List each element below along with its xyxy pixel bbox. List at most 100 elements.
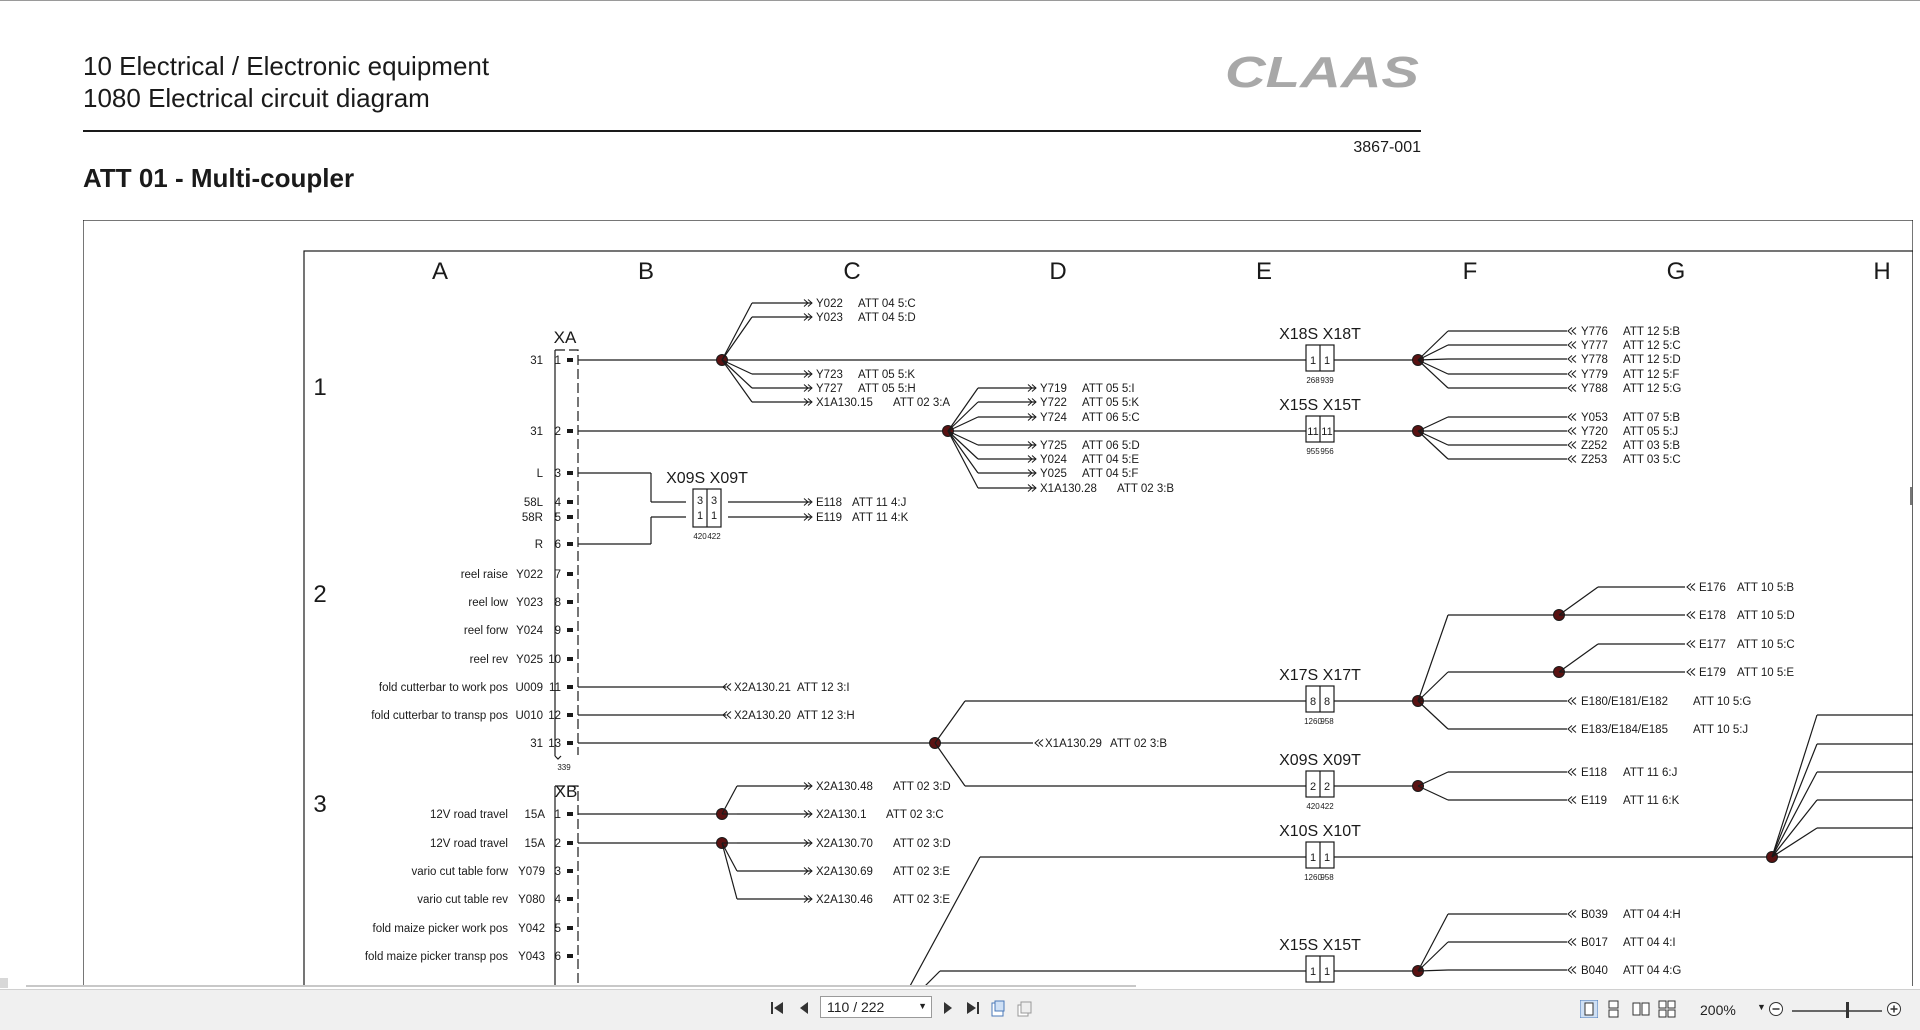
coupler-code: 420: [693, 532, 707, 541]
reference-code: Y023: [816, 312, 843, 324]
connector-arrow-icon: [1686, 611, 1692, 619]
zoom-slider-thumb[interactable]: [1846, 1002, 1849, 1018]
connector-xa-name: XA: [554, 328, 577, 347]
connector-arrow-icon: [807, 810, 813, 818]
first-page-icon: [771, 1002, 783, 1014]
first-page-button[interactable]: [770, 1001, 784, 1015]
copy-page-button[interactable]: [1016, 1000, 1032, 1018]
connector-arrow-icon: [726, 711, 732, 719]
connector-arrow-icon: [1031, 413, 1037, 421]
zoom-dropdown-icon[interactable]: ▼: [1757, 1002, 1766, 1012]
coupler-code: 958: [1320, 873, 1334, 882]
xa-pin-terminal: [567, 358, 573, 362]
connector-xa-bracket: [555, 349, 579, 755]
branch-wire: [947, 401, 979, 432]
branch-wire: [1417, 359, 1449, 375]
reference-code: E183/E184/E185: [1581, 724, 1668, 736]
coupler-pin: 1: [1310, 355, 1316, 367]
xb-pin-number: 2: [555, 838, 561, 850]
connector-arrow-icon: [1571, 697, 1577, 705]
xa-pin-number: 7: [555, 569, 561, 581]
reference-target: ATT 02 3:E: [893, 866, 950, 878]
connector-arrow-icon: [1567, 355, 1573, 363]
connector-arrow-icon: [1027, 455, 1033, 463]
coupler-code: 422: [707, 532, 721, 541]
reference-code: E179: [1699, 667, 1726, 679]
connector-xb-name: XB: [555, 782, 578, 801]
connector-arrow-icon: [1031, 384, 1037, 392]
reference-code: E119: [816, 512, 842, 524]
two-page-view-button[interactable]: [1632, 1000, 1650, 1018]
page-number-field[interactable]: 110 / 222 ▼: [820, 996, 932, 1018]
connector-arrow-icon: [803, 782, 809, 790]
branch-wire: [1417, 913, 1449, 972]
connector-arrow-icon: [1571, 768, 1577, 776]
connector-arrow-icon: [807, 313, 813, 321]
row-label-2: 2: [313, 581, 326, 608]
reference-code: Y776: [1581, 326, 1608, 338]
connector-arrow-icon: [1038, 739, 1044, 747]
xb-pin-terminal: [567, 841, 573, 845]
last-page-button[interactable]: [966, 1001, 980, 1015]
branch-wire: [947, 430, 979, 446]
next-page-button[interactable]: [942, 1001, 954, 1015]
coupler-name: X17S X17T: [1279, 667, 1361, 684]
connector-arrow-icon: [1567, 427, 1573, 435]
connector-arrow-icon: [803, 370, 809, 378]
xb-pin-terminal: [567, 954, 573, 958]
zoom-in-icon: [1887, 1002, 1901, 1016]
reference-code: E178: [1699, 610, 1726, 622]
coupler-code: 268: [1306, 376, 1320, 385]
grid-frame: [303, 250, 1913, 986]
reference-code: X2A130.46: [816, 894, 873, 906]
column-label-H: H: [1873, 258, 1890, 285]
connector-arrow-icon: [807, 498, 813, 506]
xb-wire-code: Y042: [518, 923, 545, 935]
reference-target: ATT 12 5:B: [1623, 326, 1680, 338]
connector-arrow-icon: [1567, 938, 1573, 946]
single-page-view-button[interactable]: [1579, 999, 1599, 1019]
connector-arrow-icon: [1567, 384, 1573, 392]
branch-wire: [1417, 430, 1449, 446]
reference-target: ATT 10 5:E: [1737, 667, 1794, 679]
extract-page-button[interactable]: [990, 1000, 1006, 1018]
connector-arrow-icon: [807, 384, 813, 392]
reference-target: ATT 05 5:H: [858, 383, 916, 395]
connector-arrow-icon: [807, 839, 813, 847]
reference-code: X2A130.21: [734, 682, 791, 694]
document-viewport[interactable]: 10 Electrical / Electronic equipment 108…: [0, 0, 1920, 986]
reference-target: ATT 05 5:K: [1082, 397, 1139, 409]
xa-pin-terminal: [567, 685, 573, 689]
xb-pin-terminal: [567, 869, 573, 873]
zoom-in-button[interactable]: [1886, 1001, 1902, 1019]
connector-arrow-icon: [1027, 484, 1033, 492]
zoom-slider[interactable]: [1792, 1010, 1882, 1012]
connector-arrow-icon: [1027, 469, 1033, 477]
reference-code: Y788: [1581, 383, 1608, 395]
reference-target: ATT 04 4:I: [1623, 937, 1676, 949]
branch-wire: [1771, 799, 1818, 858]
horizontal-scrollbar[interactable]: [26, 985, 1136, 987]
zoom-out-button[interactable]: [1768, 1001, 1784, 1019]
reference-code: Y724: [1040, 412, 1067, 424]
reference-target: ATT 06 5:C: [1082, 412, 1140, 424]
chevron-down-icon[interactable]: ▼: [918, 1001, 927, 1011]
connector-arrow-icon: [722, 711, 728, 719]
reference-code: Y779: [1581, 369, 1608, 381]
scroll-position-indicator[interactable]: [1910, 487, 1912, 505]
branch-wire: [1771, 771, 1818, 858]
xa-wire-code: Y024: [516, 625, 543, 637]
xb-pin-label: 12V road travel: [430, 809, 508, 821]
zoom-out-icon: [1769, 1002, 1783, 1016]
connector-arrow-icon: [803, 895, 809, 903]
reference-target: ATT 05 5:K: [858, 369, 915, 381]
xa-pin-number: 2: [555, 426, 561, 438]
coupler-code: 939: [1320, 376, 1334, 385]
two-page-continuous-button[interactable]: [1658, 1000, 1676, 1018]
zoom-level[interactable]: 200%: [1700, 1002, 1736, 1018]
continuous-view-button[interactable]: [1606, 1000, 1622, 1018]
reference-target: ATT 11 4:K: [852, 512, 909, 524]
header-rule: [83, 130, 1421, 132]
coupler-name: X18S X18T: [1279, 326, 1361, 343]
previous-page-button[interactable]: [798, 1001, 810, 1015]
